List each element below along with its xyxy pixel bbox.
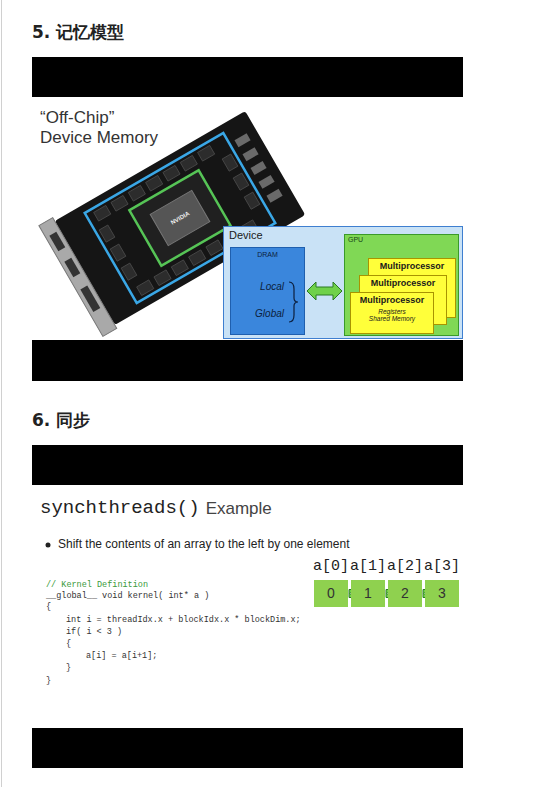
slide-title-code: synchthreads() bbox=[40, 497, 200, 519]
slide-band bbox=[32, 340, 463, 381]
array-cell: 2 bbox=[388, 580, 422, 607]
array-index: a[0] bbox=[313, 558, 349, 575]
bracket bbox=[288, 281, 300, 323]
code-line: a[i] = a[i+1]; bbox=[86, 651, 157, 661]
array-cell: 3 bbox=[425, 580, 459, 607]
cell-value: 0 bbox=[327, 585, 335, 601]
code-line: } bbox=[66, 663, 71, 673]
memory-label: Local bbox=[260, 281, 284, 292]
card-port bbox=[64, 258, 80, 278]
gpu-outline bbox=[129, 170, 230, 265]
array-cell: 0 bbox=[314, 580, 348, 607]
card-components bbox=[234, 133, 282, 202]
code-line: __global__ void kernel( int* a ) bbox=[46, 591, 209, 601]
cell-value: 2 bbox=[401, 585, 409, 601]
slide-ground bbox=[32, 485, 463, 728]
section-heading: 5. 记忆模型 bbox=[32, 21, 124, 44]
box-label: DRAM bbox=[257, 251, 278, 258]
slide-title: Example bbox=[206, 499, 272, 519]
chip-logo: NVIDIA bbox=[170, 210, 191, 225]
code-line: // Kernel Definition bbox=[46, 580, 148, 590]
code-line: int i = threadIdx.x + blockIdx.x * block… bbox=[66, 615, 301, 625]
box-label: Multiprocessor bbox=[371, 278, 436, 288]
graphics-card bbox=[39, 108, 307, 337]
bullet-dot bbox=[46, 543, 51, 548]
cell-value: 3 bbox=[438, 585, 446, 601]
box-label: GPU bbox=[348, 236, 363, 243]
array-index: a[1] bbox=[350, 558, 386, 575]
code-line: if( i < 3 ) bbox=[66, 627, 122, 637]
card-port bbox=[80, 285, 100, 312]
device-box: DeviceDRAMLocalGlobal GPUMultiprocessorM… bbox=[223, 226, 463, 339]
box-label: Device bbox=[229, 229, 263, 241]
slide-ground bbox=[32, 97, 463, 340]
gpu-box: GPUMultiprocessorMultiprocessorMultiproc… bbox=[344, 234, 459, 336]
code-line: { bbox=[46, 602, 51, 612]
card-bracket bbox=[39, 218, 117, 337]
double-arrow bbox=[307, 282, 342, 300]
cell-value: 1 bbox=[364, 585, 372, 601]
slide-band bbox=[32, 57, 463, 97]
section-heading: 6. 同步 bbox=[32, 409, 90, 432]
page-border bbox=[1, 0, 2, 787]
multiprocessor-box: MultiprocessorRegisters Shared Memory bbox=[350, 292, 434, 334]
code-line: } bbox=[46, 676, 51, 686]
dram-box: DRAM LocalGlobal bbox=[230, 247, 305, 335]
slide-title: “Off-Chip” Device Memory bbox=[40, 108, 170, 148]
bullet-text: Shift the contents of an array to the le… bbox=[58, 537, 350, 551]
slide-band bbox=[32, 728, 463, 768]
gpu-chip bbox=[150, 190, 210, 245]
box-label: Multiprocessor bbox=[360, 295, 425, 305]
memory-label: Global bbox=[255, 308, 284, 319]
array-index: a[2] bbox=[387, 558, 423, 575]
box-note: Registers Shared Memory bbox=[369, 308, 416, 323]
slide-band bbox=[32, 445, 463, 485]
array-cell: 1 bbox=[351, 580, 385, 607]
card-port bbox=[49, 232, 65, 252]
bracket-line bbox=[289, 282, 298, 322]
array-index: a[3] bbox=[424, 558, 460, 575]
box-label: Multiprocessor bbox=[380, 261, 445, 271]
code-line: { bbox=[66, 639, 71, 649]
